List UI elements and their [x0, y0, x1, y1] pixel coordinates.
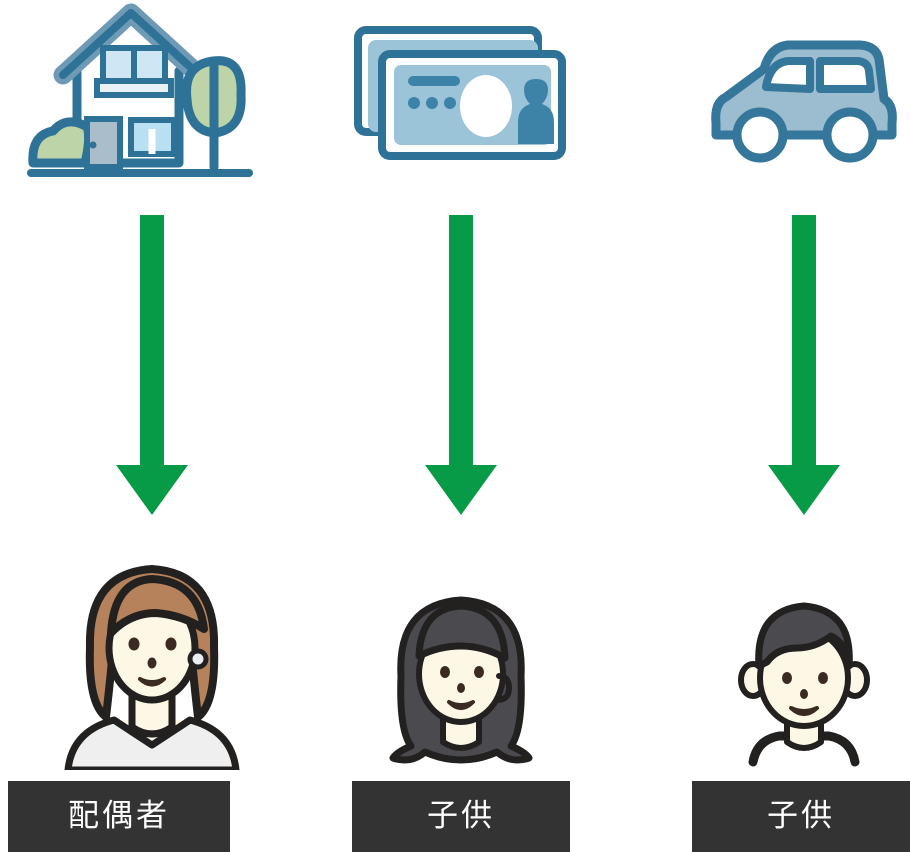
person-child-2 — [652, 548, 910, 770]
asset-car — [652, 0, 910, 195]
label-chip-child-1: 子供 — [352, 781, 570, 852]
house-icon — [26, 3, 277, 193]
car-icon — [704, 25, 904, 170]
girl-face-icon — [371, 580, 551, 770]
column-money — [309, 0, 612, 852]
label-chip-child-2: 子供 — [692, 781, 910, 852]
asset-money — [309, 0, 612, 195]
label-text: 子供 — [767, 798, 835, 834]
down-arrow-icon — [115, 215, 189, 515]
label-text: 配偶者 — [68, 798, 170, 834]
column-car — [652, 0, 910, 852]
arrow-money-to-child — [309, 215, 612, 525]
person-spouse — [0, 548, 303, 770]
woman-face-icon — [52, 555, 252, 770]
banknotes-icon — [346, 18, 576, 178]
down-arrow-icon — [767, 215, 841, 515]
arrow-house-to-spouse — [0, 215, 303, 525]
column-house — [0, 0, 303, 852]
label-chip-spouse: 配偶者 — [8, 781, 230, 852]
person-child-1 — [309, 548, 612, 770]
down-arrow-icon — [424, 215, 498, 515]
asset-house — [0, 0, 303, 195]
boy-face-icon — [719, 590, 889, 770]
arrow-car-to-child — [652, 215, 910, 525]
label-text: 子供 — [427, 798, 495, 834]
